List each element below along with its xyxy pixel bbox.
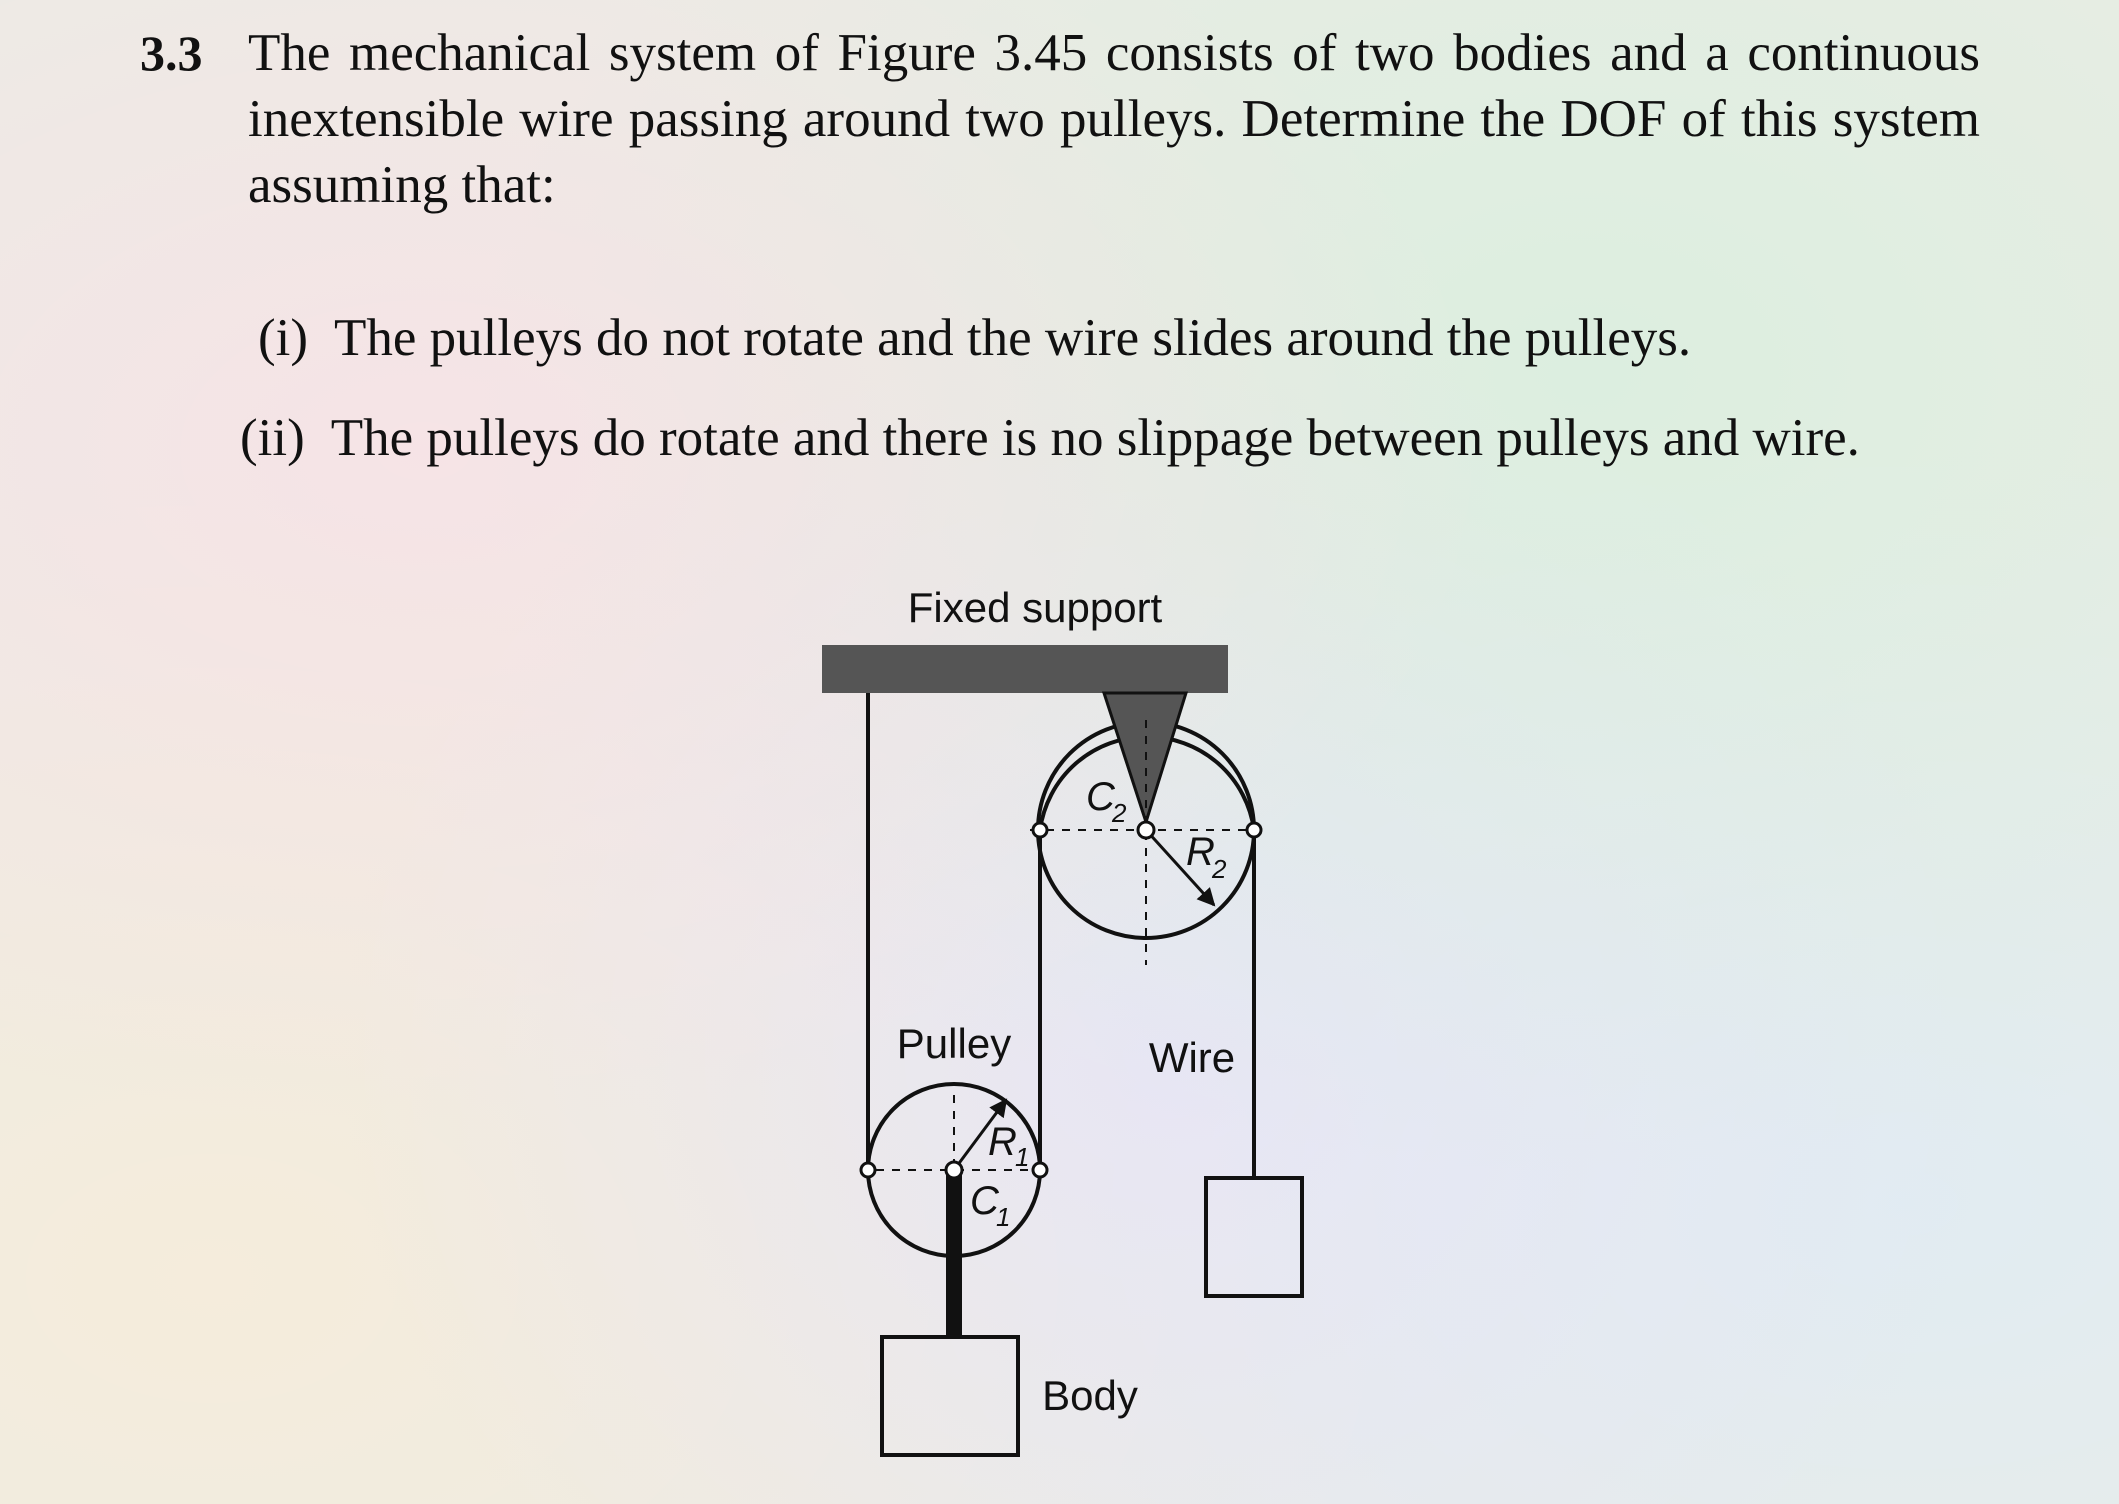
symbol-r1: R: [988, 1120, 1017, 1164]
assumption-item-2: (ii) The pulleys do rotate and there is n…: [240, 405, 1860, 471]
fixed-support-label: Fixed support: [908, 584, 1163, 631]
pulley-1-center: [944, 1160, 964, 1180]
assumption-label: (ii): [240, 409, 305, 467]
radius-r2-arrow: [1144, 828, 1216, 907]
symbol-c2: C: [1086, 775, 1116, 819]
assumption-text: The pulleys do rotate and there is no sl…: [330, 409, 1860, 467]
symbol-c1-subscript: 1: [996, 1202, 1010, 1232]
body-label: Body: [1042, 1372, 1138, 1419]
pulley-1-left-tangent-point: [859, 1161, 877, 1179]
problem-statement: The mechanical system of Figure 3.45 con…: [248, 24, 1980, 214]
pulley-2-left-tangent-point: [1031, 821, 1049, 839]
fixed-support: [822, 645, 1228, 693]
hanging-body: [1204, 1176, 1304, 1298]
assumption-text: The pulleys do not rotate and the wire s…: [334, 309, 1692, 367]
symbol-r2-subscript: 2: [1211, 854, 1227, 884]
pulley-2-center: [1136, 820, 1156, 840]
radius-r1-arrow: [952, 1098, 1008, 1171]
assumption-item-1: (i) The pulleys do not rotate and the wir…: [258, 305, 1691, 371]
symbol-c1: C: [970, 1179, 1000, 1223]
symbol-r2: R: [1186, 830, 1215, 874]
body-on-pulley-1: [880, 1335, 1020, 1457]
symbol-r1-subscript: 1: [1015, 1142, 1029, 1172]
problem-number: 3.3: [140, 25, 203, 81]
pulley-2-right-tangent-point: [1245, 821, 1263, 839]
pulley-1-hanger-rod: [946, 1170, 962, 1337]
pulley-label: Pulley: [897, 1020, 1011, 1067]
pulley-1-right-tangent-point: [1031, 1161, 1049, 1179]
wire-label: Wire: [1149, 1034, 1235, 1081]
assumption-label: (i): [258, 309, 309, 367]
symbol-c2-subscript: 2: [1111, 798, 1127, 828]
